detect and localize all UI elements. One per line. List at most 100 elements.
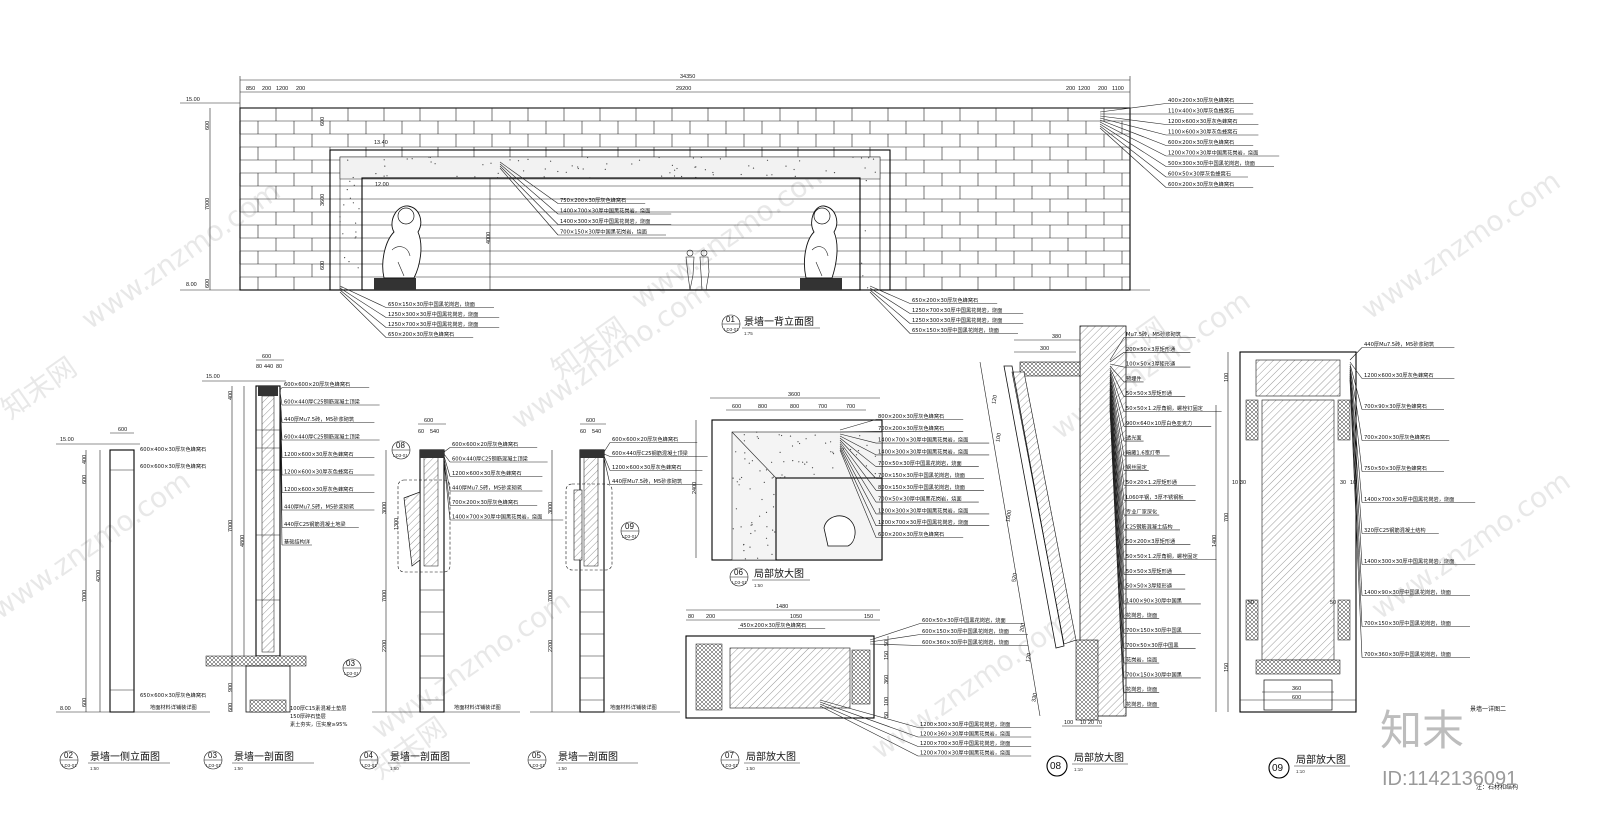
material-label: 440厚Mu7.5砖，M5砂浆砌筑 [612, 477, 683, 485]
material-label: 600×440厚C25钢筋混凝土顶梁 [284, 433, 360, 441]
material-label: 50×50×3厚矩形通 [1126, 582, 1173, 590]
material-label: 1200×700×30厚中国黑花岗岩，烧面 [878, 518, 968, 526]
speckle-dot [428, 156, 430, 158]
leader-line [839, 433, 877, 444]
sheet-number: LD3-01 [724, 327, 739, 332]
speckle-dot [357, 267, 359, 269]
speckle-dot [543, 176, 545, 178]
drawing-number: 06 [734, 568, 743, 577]
speckle-dot [744, 452, 746, 454]
speckle-dot [523, 170, 525, 172]
leader-line [603, 457, 611, 485]
speckle-dot [864, 230, 866, 232]
dim-text: 60 [580, 429, 586, 435]
leader-line [869, 623, 921, 641]
drawing-number: 08 [1050, 761, 1062, 772]
leader-line [869, 289, 911, 324]
material-label: 700×150×30厚中国黑花岗岩，烧面 [1364, 619, 1451, 627]
material-label: 素土夯实，压实度≥95% [290, 720, 347, 728]
speckle-dot [832, 453, 835, 455]
material-label: 50×200×3厚矩形通 [1126, 537, 1176, 545]
speckle-dot [872, 158, 875, 160]
material-label: 50×50×3厚矩形通 [1126, 389, 1173, 397]
dim-text: 360 [1292, 686, 1301, 692]
watermark-brand: 知末网 [0, 351, 83, 426]
speckle-dot [383, 175, 385, 177]
speckle-dot [582, 168, 584, 170]
material-label: 200×50×3厚矩形通 [1126, 345, 1176, 353]
material-label: 440厚C25钢筋混凝土地梁 [284, 520, 346, 528]
speckle-dot [750, 524, 752, 526]
speckle-dot [783, 461, 785, 463]
speckle-dot [456, 175, 458, 177]
material-label: 600×600×20厚灰色蜂窝石 [452, 440, 518, 448]
leader-line [819, 701, 919, 738]
speckle-dot [739, 478, 741, 480]
drawing-scale: 1:75 [744, 331, 753, 336]
leader-line [869, 634, 921, 643]
material-label: 700×150×30厚中国黑花岗岩，烧面 [560, 228, 647, 236]
drawing-title: 景墙一剖面图 [234, 750, 294, 763]
material-label: 700×200×30厚灰色蜂窝石 [878, 424, 944, 432]
speckle-dot [342, 233, 344, 235]
speckle-dot [738, 484, 740, 486]
watermark-site: www.znzmo.com [75, 174, 286, 336]
material-labels: 800×200×30厚灰色蜂窝石700×200×30厚灰色蜂窝石1400×700… [839, 412, 990, 538]
material-label: 1400×700×30厚中国黑花岗岩，烧面 [560, 207, 650, 215]
speckle-dot [759, 515, 761, 517]
material-label: 500×300×30厚中国黑花岗岩，烧面 [1168, 159, 1255, 167]
material-label: 750×50×30厚灰色蜂窝石 [1364, 464, 1427, 472]
speckle-dot [587, 156, 589, 159]
detail-07: 1480 80 200 1050 150 50 150 360 100 50 4… [685, 604, 1032, 771]
material-label: 花岗岩，烧面 [1126, 685, 1157, 693]
drawing-scale: 1:50 [558, 766, 567, 771]
material-label: 1200×360×30厚中国黑花岗岩，烧面 [920, 730, 1010, 738]
material-label: 600×200×30厚灰色蜂窝石 [878, 530, 944, 538]
speckle-dot [544, 168, 546, 170]
material-label: 600×440厚C25钢筋混凝土顶梁 [452, 455, 528, 463]
material-label: 1200×600×30厚灰色蜂窝石 [1168, 117, 1238, 125]
material-label: 700×200×30厚灰色蜂窝石 [452, 498, 518, 506]
speckle-dot [757, 437, 760, 439]
speckle-dot [765, 511, 768, 513]
leader-line [1349, 347, 1363, 361]
material-labels: 440厚Mu7.5砖，M5砂浆砌筑1200×600×30厚灰色蜂窝石700×90… [1349, 340, 1476, 658]
speckle-dot [765, 469, 768, 471]
drawing-scale: 1:10 [1074, 767, 1083, 772]
leader-line [1109, 365, 1125, 383]
ref-sheet: LD3-01 [393, 453, 408, 458]
speckle-dot [781, 474, 783, 476]
speckle-dot [346, 189, 348, 191]
leader-line [443, 447, 451, 453]
detail-note: 景墙一详图二 [1470, 705, 1506, 713]
leader-line [839, 441, 877, 491]
dim-text: 540 [592, 429, 601, 435]
dim-text: 600 [586, 418, 595, 424]
material-labels: 450×200×30厚灰色蜂窝石600×50×30厚中国黑花岗岩，烧面600×1… [738, 616, 1032, 757]
material-label: 800×200×30厚灰色蜂窝石 [878, 412, 944, 420]
dim-text: 360 [884, 675, 890, 684]
speckle-dot [757, 557, 759, 559]
speckle-dot [355, 236, 357, 238]
drawing-scale: 1:50 [90, 766, 99, 771]
speckle-dot [353, 184, 355, 186]
speckle-dot [743, 440, 746, 442]
speckle-dot [517, 160, 520, 162]
detail-08: 380 300 120 100 1600 520 200 120 330 100… [979, 325, 1222, 777]
dim-text: 400 [82, 455, 88, 464]
leader-line [499, 161, 559, 204]
material-label: 1400×700×30厚中国黑花岗岩，烧面 [1364, 495, 1454, 503]
leader-line [1099, 121, 1167, 157]
leader-line [603, 455, 611, 471]
dim-text: 1300 [394, 518, 400, 530]
level-mark: 12.00 [375, 182, 389, 188]
dim-text: 100 [1224, 373, 1230, 382]
speckle-dot [550, 160, 552, 162]
dim-text: 2200 [382, 640, 388, 652]
leader-line [1109, 385, 1125, 530]
detail-02: 15.00 600 400 600 4200 7000 600 8.00 600… [56, 427, 210, 771]
speckle-dot [789, 435, 792, 437]
material-label: C25钢筋混凝土结构 [1126, 522, 1173, 530]
speckle-dot [497, 172, 499, 174]
leader-line [279, 407, 283, 546]
